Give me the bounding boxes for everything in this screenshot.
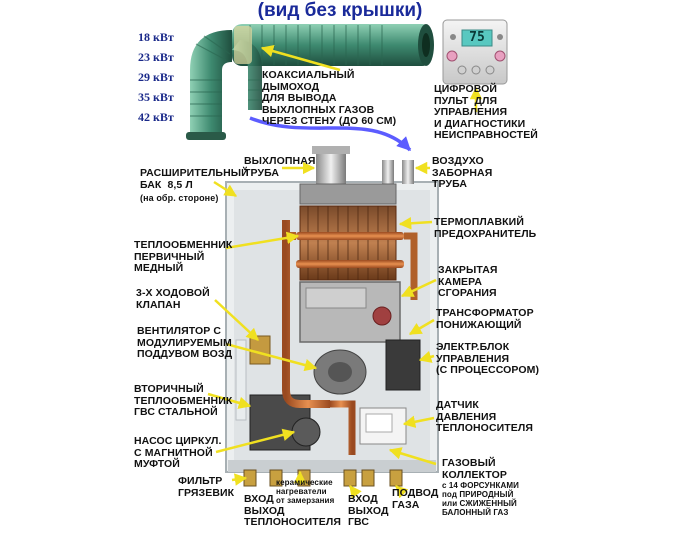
expansion-side-panel <box>235 339 247 421</box>
pump <box>291 417 321 447</box>
label-filter: ФИЛЬТР ГРЯЗЕВИК <box>178 475 235 499</box>
label-heating-inlet: ВХОД ВЫХОД ТЕПЛОНОСИТЕЛЯ <box>244 493 342 528</box>
label-fan: ВЕНТИЛЯТОР С МОДУЛИРУЕМЫМ ПОДДУВОМ ВОЗД <box>137 325 233 360</box>
panel-display <box>461 29 493 47</box>
label-gas-inlet: ПОДВОД ГАЗА <box>392 487 439 511</box>
label-three-way-valve: 3-Х ХОДОВОЙ КЛАПАН <box>136 287 210 311</box>
air-intake-pipe <box>382 160 394 184</box>
flue-hood <box>299 183 397 205</box>
label-control-unit: ЭЛЕКТР.БЛОК УПРАВЛЕНИЯ (С ПРОЦЕССОРОМ) <box>436 341 540 376</box>
panel-button <box>450 34 456 40</box>
label-closed-chamber: ЗАКРЫТАЯ КАМЕРА СГОРАНИЯ <box>438 264 498 299</box>
air-intake-pipe <box>402 160 414 184</box>
label-control-panel: ЦИФРОВОЙ ПУЛЬТ ДЛЯ УПРАВЛЕНИЯ И ДИАГНОСТ… <box>434 83 538 141</box>
label-transformer: ТРАНСФОРМАТОР ПОНИЖАЮЩИЙ <box>436 307 534 331</box>
power-option: 29 кВт <box>138 70 174 84</box>
power-option: 42 кВт <box>138 110 174 124</box>
power-option: 18 кВт <box>138 30 174 44</box>
label-exhaust-pipe: ВЫХЛОПНАЯ ТРУБА <box>244 155 316 179</box>
panel-button <box>497 34 503 40</box>
label-gas-manifold-note: с 14 ФОРСУНКАМИ под ПРИРОДНЫЙ или СЖИЖЕН… <box>442 481 519 517</box>
label-dhw-inlet: ВХОД ВЫХОД ГВС <box>348 493 389 528</box>
exhaust-pipe-collar <box>312 146 350 154</box>
label-gas-manifold: ГАЗОВЫЙ КОЛЛЕКТОР <box>442 457 507 481</box>
exhaust-pipe <box>316 150 346 184</box>
label-expansion-tank-note: (на обр. стороне) <box>140 193 219 203</box>
power-option: 35 кВт <box>138 90 174 104</box>
panel-button <box>446 50 458 62</box>
control-unit <box>385 339 421 391</box>
label-pump: НАСОС ЦИРКУЛ. С МАГНИТНОЙ МУФТОЙ <box>134 435 222 470</box>
label-primary-heat-exchanger: ТЕПЛООБМЕННИК ПЕРВИЧНЫЙ МЕДНЫЙ <box>134 239 233 274</box>
label-expansion-tank: РАСШИРИТЕЛЬНЫЙ БАК 8,5 л <box>140 167 249 191</box>
panel-button <box>457 65 467 75</box>
label-thermal-fuse: ТЕРМОПЛАВКИЙ ПРЕДОХРАНИТЕЛЬ <box>434 216 537 240</box>
label-air-intake: ВОЗДУХО ЗАБОРНАЯ ТРУБА <box>432 155 493 190</box>
label-chimney: КОАКСИАЛЬНЫЙ ДЫМОХОД ДЛЯ ВЫВОДА ВЫХЛОПНЫ… <box>262 69 397 127</box>
panel-button <box>471 65 481 75</box>
power-option: 23 кВт <box>138 50 174 64</box>
exhaust-flow-arrow <box>249 116 412 152</box>
control-panel <box>442 19 508 85</box>
label-pressure-sensor: ДАТЧИК ДАВЛЕНИЯ ТЕПЛОНОСИТЕЛЯ <box>436 399 534 434</box>
label-secondary-heat-exchanger: ВТОРИЧНЫЙ ТЕПЛООБМЕННИК ГВС СТАЛЬНОЙ <box>134 383 233 418</box>
page-title: (вид без крышки) <box>257 0 423 21</box>
coaxial-chimney <box>186 24 434 140</box>
panel-button <box>494 50 506 62</box>
panel-display-value: 75 <box>469 30 485 45</box>
leader-arrows <box>207 45 483 499</box>
chamber-badge <box>372 306 392 326</box>
panel-button <box>485 65 495 75</box>
label-ceramic-heaters: керамические нагреватели от замерзания <box>276 478 335 505</box>
